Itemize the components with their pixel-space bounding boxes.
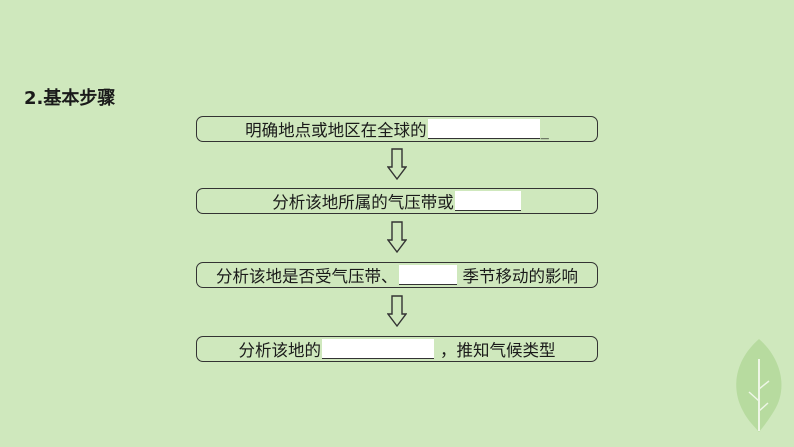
step-box-pressure-belt: 分析该地所属的气压带或	[196, 188, 598, 214]
fill-blank[interactable]	[454, 191, 521, 211]
fill-blank[interactable]	[322, 339, 434, 359]
step-box-seasonal-shift: 分析该地是否受气压带、 季节移动的影响	[196, 262, 598, 288]
step-text: 季节移动的影响	[462, 267, 579, 286]
step-box-location: 明确地点或地区在全球的 _	[196, 116, 598, 142]
down-arrow-icon	[386, 295, 408, 332]
down-arrow-icon	[386, 221, 408, 258]
page-heading: 2.基本步骤	[24, 88, 116, 109]
step-text: 分析该地所属的气压带或	[272, 193, 454, 212]
underscore-tail: _	[540, 119, 549, 139]
step-text: 分析该地的	[238, 341, 322, 360]
fill-blank[interactable]	[427, 119, 540, 139]
step-text: 明确地点或地区在全球的	[245, 121, 427, 140]
step-text: ，推知气候类型	[440, 341, 556, 360]
fill-blank[interactable]	[398, 265, 457, 285]
step-box-climate-type: 分析该地的 ，推知气候类型	[196, 336, 598, 362]
step-text: 分析该地是否受气压带、	[216, 267, 398, 286]
leaf-icon	[730, 337, 788, 439]
down-arrow-icon	[386, 148, 408, 185]
